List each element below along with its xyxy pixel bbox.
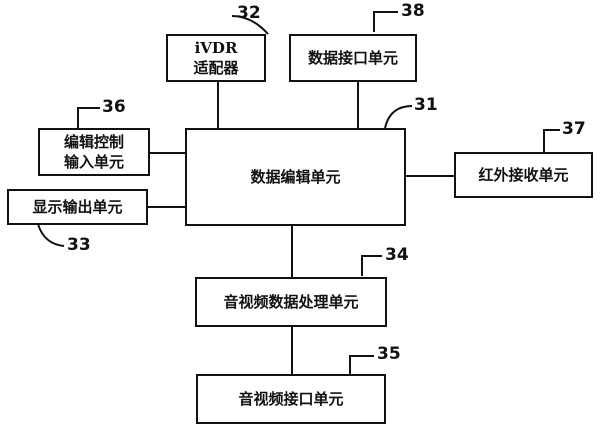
ref-number-34: 34 — [385, 245, 409, 265]
ivdr-adapter-line1: iVDR — [194, 39, 238, 57]
data-editing-box: 数据编辑单元 — [185, 128, 406, 226]
av-interface-label: 音视频接口单元 — [238, 390, 344, 408]
ref-number-38: 38 — [401, 1, 425, 21]
infrared-receiver-label: 红外接收单元 — [478, 166, 569, 184]
leader-38 — [373, 11, 398, 32]
leader-37 — [543, 129, 560, 152]
av-data-processing-box: 音视频数据处理单元 — [195, 277, 387, 327]
data-interface-box: 数据接口单元 — [289, 34, 417, 82]
data-editing-label: 数据编辑单元 — [250, 168, 341, 186]
ivdr-adapter-line2: 适配器 — [193, 59, 239, 77]
ref-number-36: 36 — [102, 97, 126, 117]
edit-control-input-line1: 编辑控制 — [63, 133, 124, 151]
ref-number-32: 32 — [237, 3, 261, 23]
leader-32 — [231, 15, 269, 35]
ref-number-35: 35 — [377, 344, 401, 364]
ivdr-adapter-box: iVDR 适配器 — [166, 34, 266, 82]
ref-number-31: 31 — [414, 95, 438, 115]
infrared-receiver-box: 红外接收单元 — [454, 152, 593, 198]
display-output-box: 显示输出单元 — [7, 189, 148, 225]
ref-number-37: 37 — [562, 119, 586, 139]
leader-34 — [361, 255, 382, 276]
leader-36 — [77, 107, 100, 128]
data-interface-label: 数据接口单元 — [307, 49, 398, 67]
leader-35 — [349, 355, 374, 375]
leader-31 — [384, 105, 413, 129]
leader-33 — [37, 223, 65, 247]
edit-control-input-line2: 输入单元 — [63, 153, 124, 171]
av-data-processing-label: 音视频数据处理单元 — [223, 293, 359, 311]
edit-control-input-box: 编辑控制 输入单元 — [38, 128, 150, 176]
display-output-label: 显示输出单元 — [32, 198, 123, 216]
av-interface-box: 音视频接口单元 — [196, 374, 386, 424]
ref-number-33: 33 — [67, 235, 91, 255]
